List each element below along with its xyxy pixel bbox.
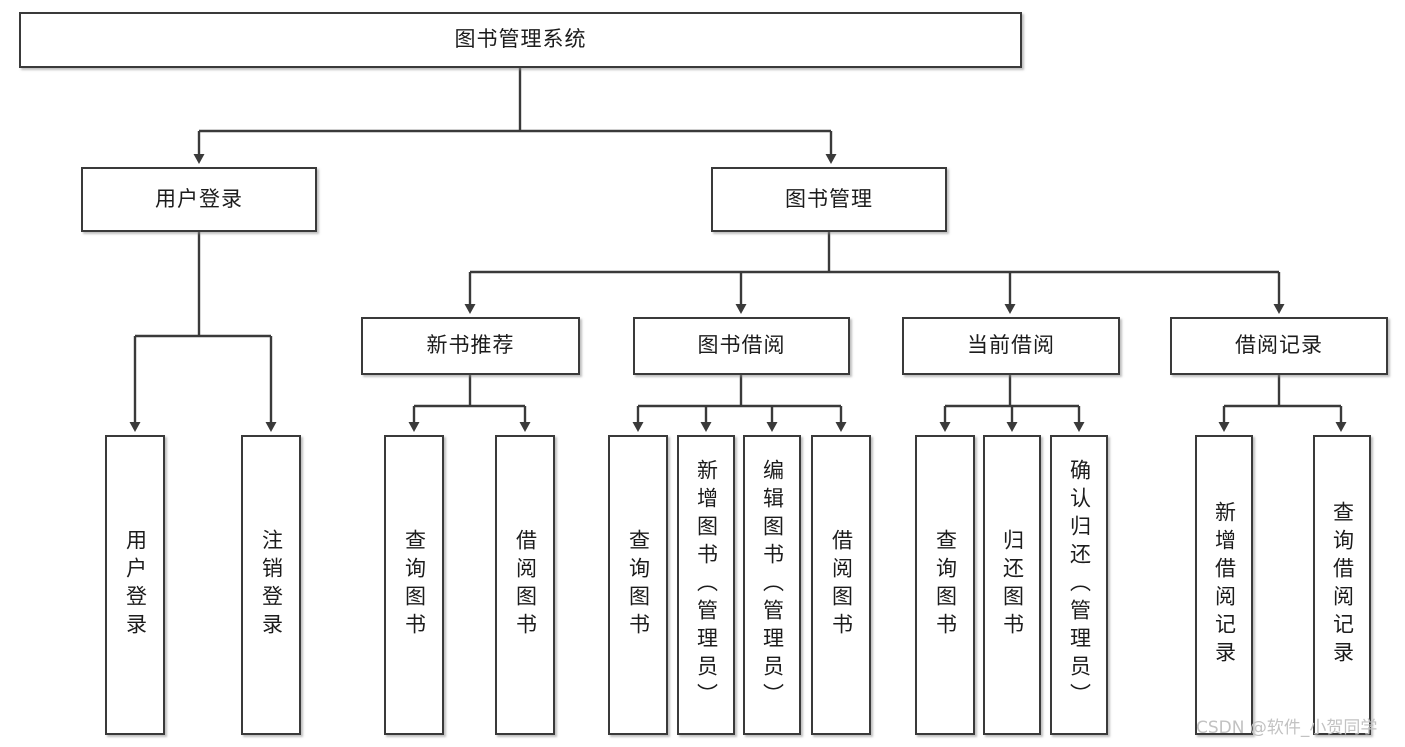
node-book-management[interactable]: 图书管理 xyxy=(711,167,947,232)
leaf-current-borrow-query[interactable]: 查询图书 xyxy=(915,435,975,735)
node-label: 确认归还（管理员） xyxy=(1067,459,1092,711)
leaf-borrow-record-add[interactable]: 新增借阅记录 xyxy=(1195,435,1253,735)
leaf-borrow-record-query[interactable]: 查询借阅记录 xyxy=(1313,435,1371,735)
node-label: 新增借阅记录 xyxy=(1212,501,1237,669)
leaf-new-book-query[interactable]: 查询图书 xyxy=(384,435,444,735)
node-current-borrow[interactable]: 当前借阅 xyxy=(902,317,1120,375)
node-label: 图书管理 xyxy=(785,186,873,211)
node-label: 图书管理系统 xyxy=(454,27,587,52)
node-borrow-record[interactable]: 借阅记录 xyxy=(1170,317,1388,375)
node-label: 新书推荐 xyxy=(426,333,515,358)
csdn-watermark: CSDN @软件_小贺同学 xyxy=(1196,718,1378,738)
node-label: 当前借阅 xyxy=(967,333,1055,358)
node-label: 新增图书（管理员） xyxy=(694,459,719,711)
node-label: 查询图书 xyxy=(626,529,651,641)
node-label: 注销登录 xyxy=(259,529,284,641)
node-label: 查询借阅记录 xyxy=(1330,501,1355,669)
leaf-book-borrow-edit[interactable]: 编辑图书（管理员） xyxy=(743,435,801,735)
node-new-book-recommend[interactable]: 新书推荐 xyxy=(361,317,580,375)
node-label: 查询图书 xyxy=(402,529,427,641)
leaf-book-borrow-borrow[interactable]: 借阅图书 xyxy=(811,435,871,735)
leaf-current-borrow-confirm-return[interactable]: 确认归还（管理员） xyxy=(1050,435,1108,735)
node-book-borrow[interactable]: 图书借阅 xyxy=(633,317,850,375)
node-label: 查询图书 xyxy=(933,529,958,641)
node-user-login[interactable]: 用户登录 xyxy=(81,167,317,232)
node-label: 用户登录 xyxy=(155,186,243,211)
node-label: 借阅记录 xyxy=(1235,333,1323,358)
node-label: 用户登录 xyxy=(123,529,148,641)
leaf-user-login-logout[interactable]: 注销登录 xyxy=(241,435,301,735)
node-label: 借阅图书 xyxy=(829,529,854,641)
node-label: 借阅图书 xyxy=(513,529,538,641)
leaf-user-login-login[interactable]: 用户登录 xyxy=(105,435,165,735)
node-label: 归还图书 xyxy=(1000,529,1025,641)
leaf-current-borrow-return[interactable]: 归还图书 xyxy=(983,435,1041,735)
leaf-book-borrow-query[interactable]: 查询图书 xyxy=(608,435,668,735)
leaf-book-borrow-add[interactable]: 新增图书（管理员） xyxy=(677,435,735,735)
node-label: 编辑图书（管理员） xyxy=(760,459,785,711)
node-root-library-system[interactable]: 图书管理系统 xyxy=(19,12,1022,68)
leaf-new-book-borrow[interactable]: 借阅图书 xyxy=(495,435,555,735)
node-label: 图书借阅 xyxy=(697,333,786,358)
